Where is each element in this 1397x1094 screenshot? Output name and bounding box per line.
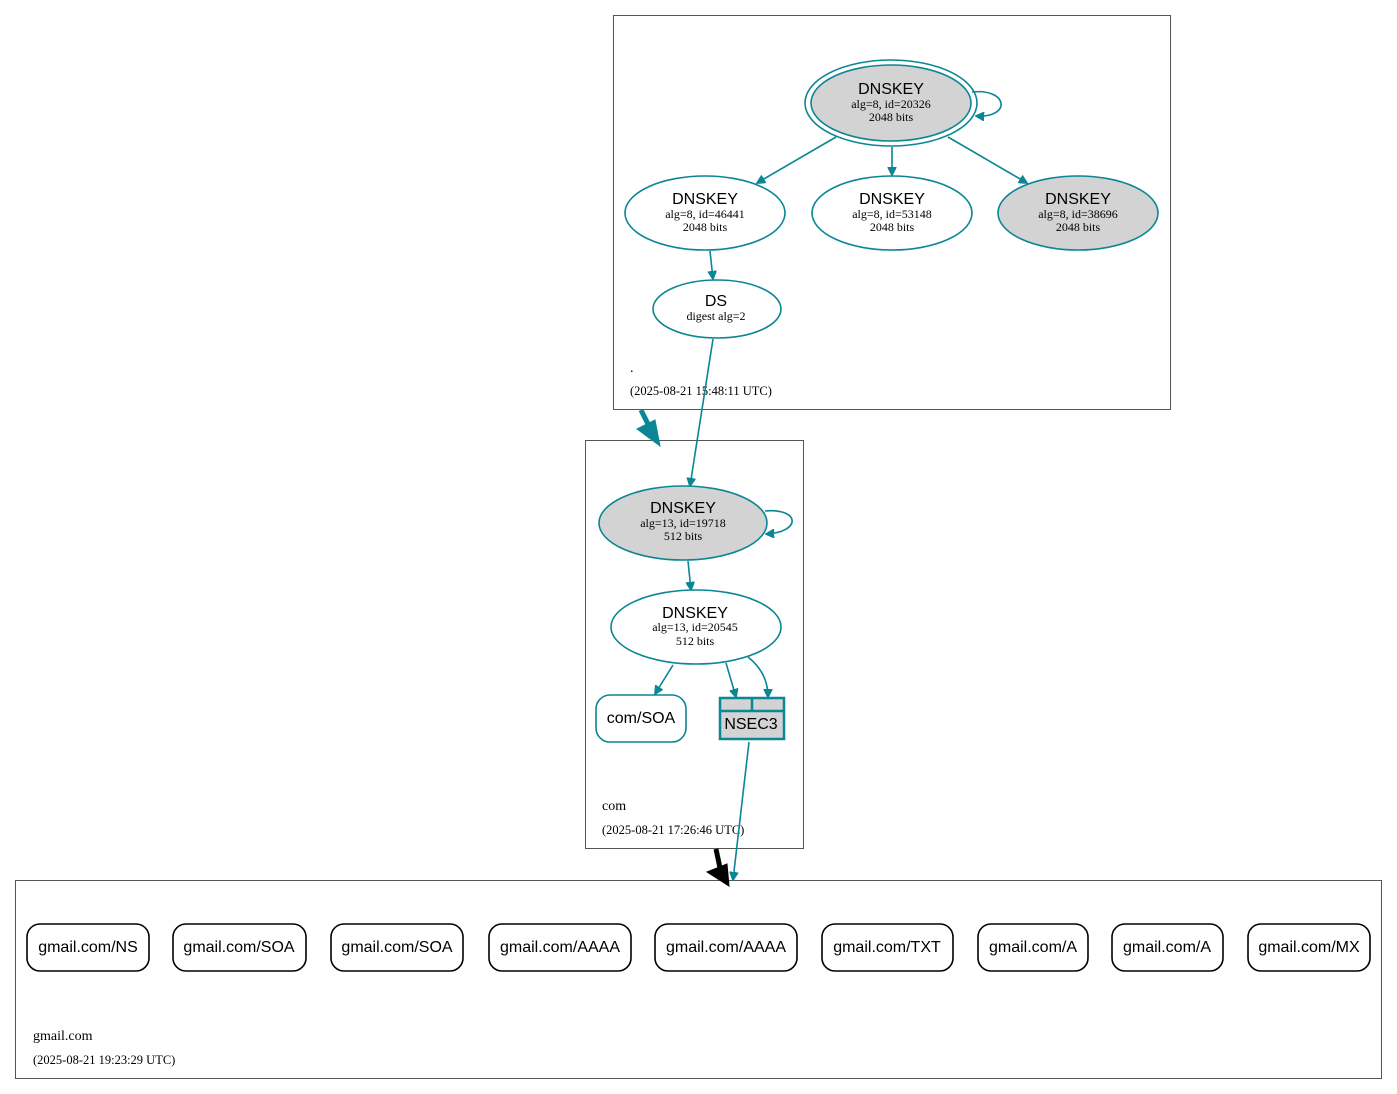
edge-com-zsk-to-nsec3-a — [725, 662, 736, 697]
gmail-record-mx[interactable]: gmail.com/MX — [1247, 923, 1371, 972]
node-root-ksk-line2: 2048 bits — [869, 110, 914, 124]
gmail-record-soa-2[interactable]: gmail.com/SOA — [330, 923, 464, 972]
node-root-zsk-46441-title: DNSKEY — [672, 191, 738, 208]
edge-root-to-com-delegation-head — [636, 419, 661, 448]
node-com-nsec3[interactable]: NSEC3 — [718, 696, 786, 741]
node-root-zsk-46441-line2: 2048 bits — [683, 220, 728, 234]
zone-com-name: com — [602, 799, 626, 814]
edge-com-ksk-self — [765, 510, 793, 534]
node-root-zsk-38696-title: DNSKEY — [1045, 191, 1111, 208]
gmail-record-soa-2-label: gmail.com/SOA — [341, 939, 452, 956]
node-root-zsk-38696-line1: alg=8, id=38696 — [1038, 207, 1118, 221]
edge-root-ksk-self — [971, 90, 1002, 116]
edge-com-ksk-to-zsk — [688, 560, 691, 590]
edges — [636, 90, 1027, 887]
node-com-zsk[interactable]: DNSKEY alg=13, id=20545 512 bits — [610, 589, 782, 665]
node-com-soa-label: com/SOA — [607, 710, 676, 727]
node-com-ksk-line1: alg=13, id=19718 — [640, 516, 726, 530]
edge-zsk1-to-ds — [710, 250, 713, 279]
gmail-record-aaaa-2-label: gmail.com/AAAA — [666, 939, 786, 956]
gmail-record-a-2-label: gmail.com/A — [1123, 939, 1211, 956]
node-root-ds[interactable]: DS digest alg=2 — [652, 279, 782, 339]
gmail-record-mx-label: gmail.com/MX — [1258, 939, 1360, 956]
node-root-ds-line1: digest alg=2 — [686, 309, 745, 323]
zone-com: com (2025-08-21 17:26:46 UTC) — [585, 440, 804, 849]
edge-nsec3-to-gmail — [733, 741, 750, 880]
node-com-ksk-line2: 512 bits — [664, 529, 703, 543]
gmail-record-soa-1[interactable]: gmail.com/SOA — [172, 923, 307, 972]
edge-com-to-gmail-delegation — [713, 848, 723, 869]
gmail-record-aaaa-1[interactable]: gmail.com/AAAA — [488, 923, 632, 972]
node-root-zsk-53148-title: DNSKEY — [859, 191, 925, 208]
zone-com-box — [585, 440, 804, 849]
node-root-zsk-46441-line1: alg=8, id=46441 — [665, 207, 745, 221]
zone-gmail-name: gmail.com — [33, 1029, 93, 1044]
zone-root: . (2025-08-21 15:48:11 UTC) — [613, 15, 1171, 410]
zone-root-name: . — [630, 361, 634, 376]
gmail-record-soa-1-label: gmail.com/SOA — [183, 939, 294, 956]
gmail-record-txt-label: gmail.com/TXT — [833, 939, 941, 956]
node-root-zsk-53148-line2: 2048 bits — [870, 220, 915, 234]
gmail-record-aaaa-2[interactable]: gmail.com/AAAA — [654, 923, 798, 972]
edge-root-ksk-to-zsk1 — [757, 136, 837, 183]
edge-com-zsk-to-nsec3-b — [747, 656, 768, 697]
node-root-zsk-53148-line1: alg=8, id=53148 — [852, 207, 932, 221]
zone-gmail-box — [15, 880, 1382, 1079]
edge-root-ksk-to-zsk3 — [947, 136, 1027, 183]
node-com-ksk[interactable]: DNSKEY alg=13, id=19718 512 bits — [598, 485, 768, 561]
gmail-record-ns[interactable]: gmail.com/NS — [26, 923, 150, 972]
gmail-record-ns-label: gmail.com/NS — [38, 939, 138, 956]
node-root-ksk[interactable]: DNSKEY alg=8, id=20326 2048 bits — [804, 59, 978, 147]
zone-gmail-timestamp: (2025-08-21 19:23:29 UTC) — [33, 1053, 175, 1067]
zone-com-timestamp: (2025-08-21 17:26:46 UTC) — [602, 823, 744, 837]
node-root-zsk-46441[interactable]: DNSKEY alg=8, id=46441 2048 bits — [624, 175, 786, 251]
gmail-record-a-1-label: gmail.com/A — [989, 939, 1077, 956]
node-com-zsk-line2: 512 bits — [676, 634, 715, 648]
node-root-zsk-38696[interactable]: DNSKEY alg=8, id=38696 2048 bits — [997, 175, 1159, 251]
node-com-ksk-title: DNSKEY — [650, 500, 716, 517]
node-com-zsk-title: DNSKEY — [662, 605, 728, 622]
edge-com-to-gmail-delegation-head — [705, 863, 730, 887]
gmail-record-aaaa-1-label: gmail.com/AAAA — [500, 939, 620, 956]
edge-ds-to-com-ksk — [690, 338, 714, 486]
node-com-nsec3-label: NSEC3 — [724, 716, 777, 733]
zone-root-box — [613, 15, 1171, 410]
node-root-ksk-line1: alg=8, id=20326 — [851, 97, 931, 111]
gmail-record-txt[interactable]: gmail.com/TXT — [821, 923, 954, 972]
node-root-ds-title: DS — [705, 293, 727, 310]
gmail-record-a-2[interactable]: gmail.com/A — [1111, 923, 1224, 972]
gmail-record-a-1[interactable]: gmail.com/A — [977, 923, 1089, 972]
node-root-ksk-title: DNSKEY — [858, 81, 924, 98]
gmail-records: gmail.com/NS gmail.com/SOA gmail.com/SOA… — [26, 923, 1371, 972]
node-com-soa[interactable]: com/SOA — [595, 694, 687, 743]
edge-com-zsk-to-soa — [655, 664, 674, 694]
node-com-zsk-line1: alg=13, id=20545 — [652, 620, 738, 634]
zone-root-timestamp: (2025-08-21 15:48:11 UTC) — [630, 384, 772, 398]
node-root-zsk-53148[interactable]: DNSKEY alg=8, id=53148 2048 bits — [811, 175, 973, 251]
zone-gmail: gmail.com (2025-08-21 19:23:29 UTC) — [15, 880, 1382, 1079]
node-root-zsk-38696-line2: 2048 bits — [1056, 220, 1101, 234]
